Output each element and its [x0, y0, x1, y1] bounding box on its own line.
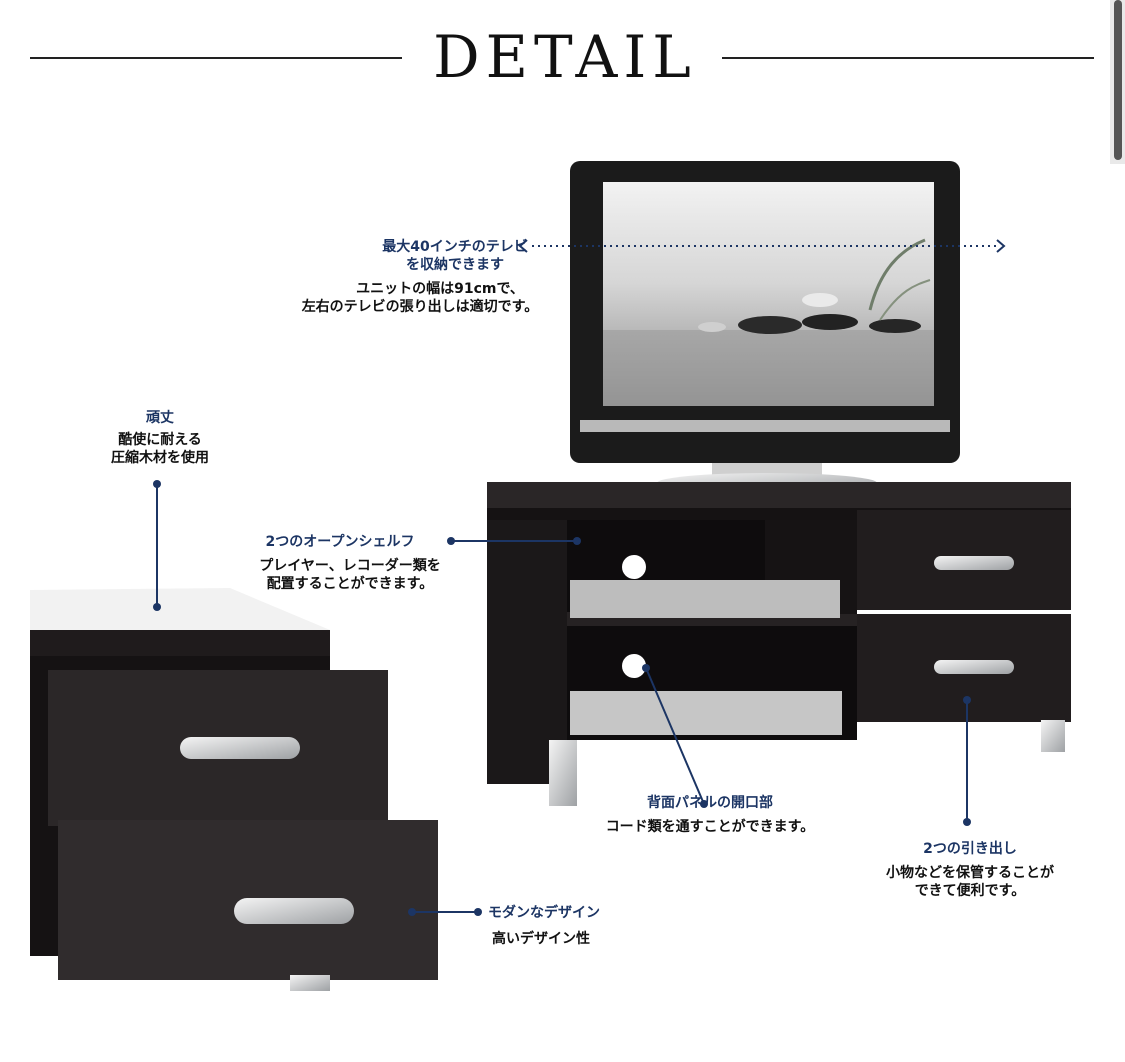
callout-back: 背面パネルの開口部 コード類を通すことができます。	[570, 794, 850, 836]
callout-back-title: 背面パネルの開口部	[647, 795, 773, 811]
callout-back-desc-1: コード類を通すことができます。	[605, 819, 815, 835]
callout-shelf-desc-2: 配置することができます。	[266, 576, 434, 592]
callout-drawers-desc-2: できて便利です。	[914, 883, 1026, 899]
header-rule-left	[30, 57, 402, 59]
tv-illustration	[570, 161, 960, 493]
page-title: DETAIL	[433, 23, 697, 91]
scrollbar[interactable]	[1110, 0, 1125, 164]
callout-shelf-title: 2つのオープンシェルフ	[265, 534, 415, 550]
callout-modern: モダンなデザイン 高いデザイン性	[478, 904, 628, 948]
callout-sturdy-title: 頑丈	[146, 410, 174, 426]
callout-drawers-title: 2つの引き出し	[923, 841, 1017, 857]
callout-modern-desc-1: 高いデザイン性	[492, 931, 590, 947]
callout-tv-title-2: を収納できます	[406, 257, 504, 273]
callout-shelf-desc-1: プレイヤー、レコーダー類を	[259, 558, 441, 574]
callout-sturdy-desc-2: 圧縮木材を使用	[111, 450, 209, 466]
callout-drawers: 2つの引き出し 小物などを保管することが できて便利です。	[860, 840, 1080, 900]
drawer-closeup-illustration	[30, 588, 438, 991]
callout-tv-title-1: 最大40インチのテレビ	[382, 239, 528, 255]
header-rule-right	[722, 57, 1094, 59]
callout-tv: 最大40インチのテレビ を収納できます ユニットの幅は91cmで、 左右のテレビ…	[270, 238, 570, 316]
callout-tv-desc-1: ユニットの幅は91cmで、	[356, 281, 524, 297]
callout-shelf: 2つのオープンシェルフ プレイヤー、レコーダー類を 配置することができます。	[230, 533, 470, 593]
scrollbar-thumb[interactable]	[1114, 0, 1122, 160]
tv-stand-illustration	[487, 482, 1071, 806]
callout-lines	[153, 239, 1006, 916]
callout-drawers-desc-1: 小物などを保管することが	[886, 865, 1054, 881]
callout-sturdy-desc-1: 酷使に耐える	[118, 432, 202, 448]
callout-modern-title: モダンなデザイン	[488, 905, 600, 921]
callout-sturdy: 頑丈 酷使に耐える 圧縮木材を使用	[60, 409, 260, 467]
callout-tv-desc-2: 左右のテレビの張り出しは適切です。	[301, 299, 539, 315]
